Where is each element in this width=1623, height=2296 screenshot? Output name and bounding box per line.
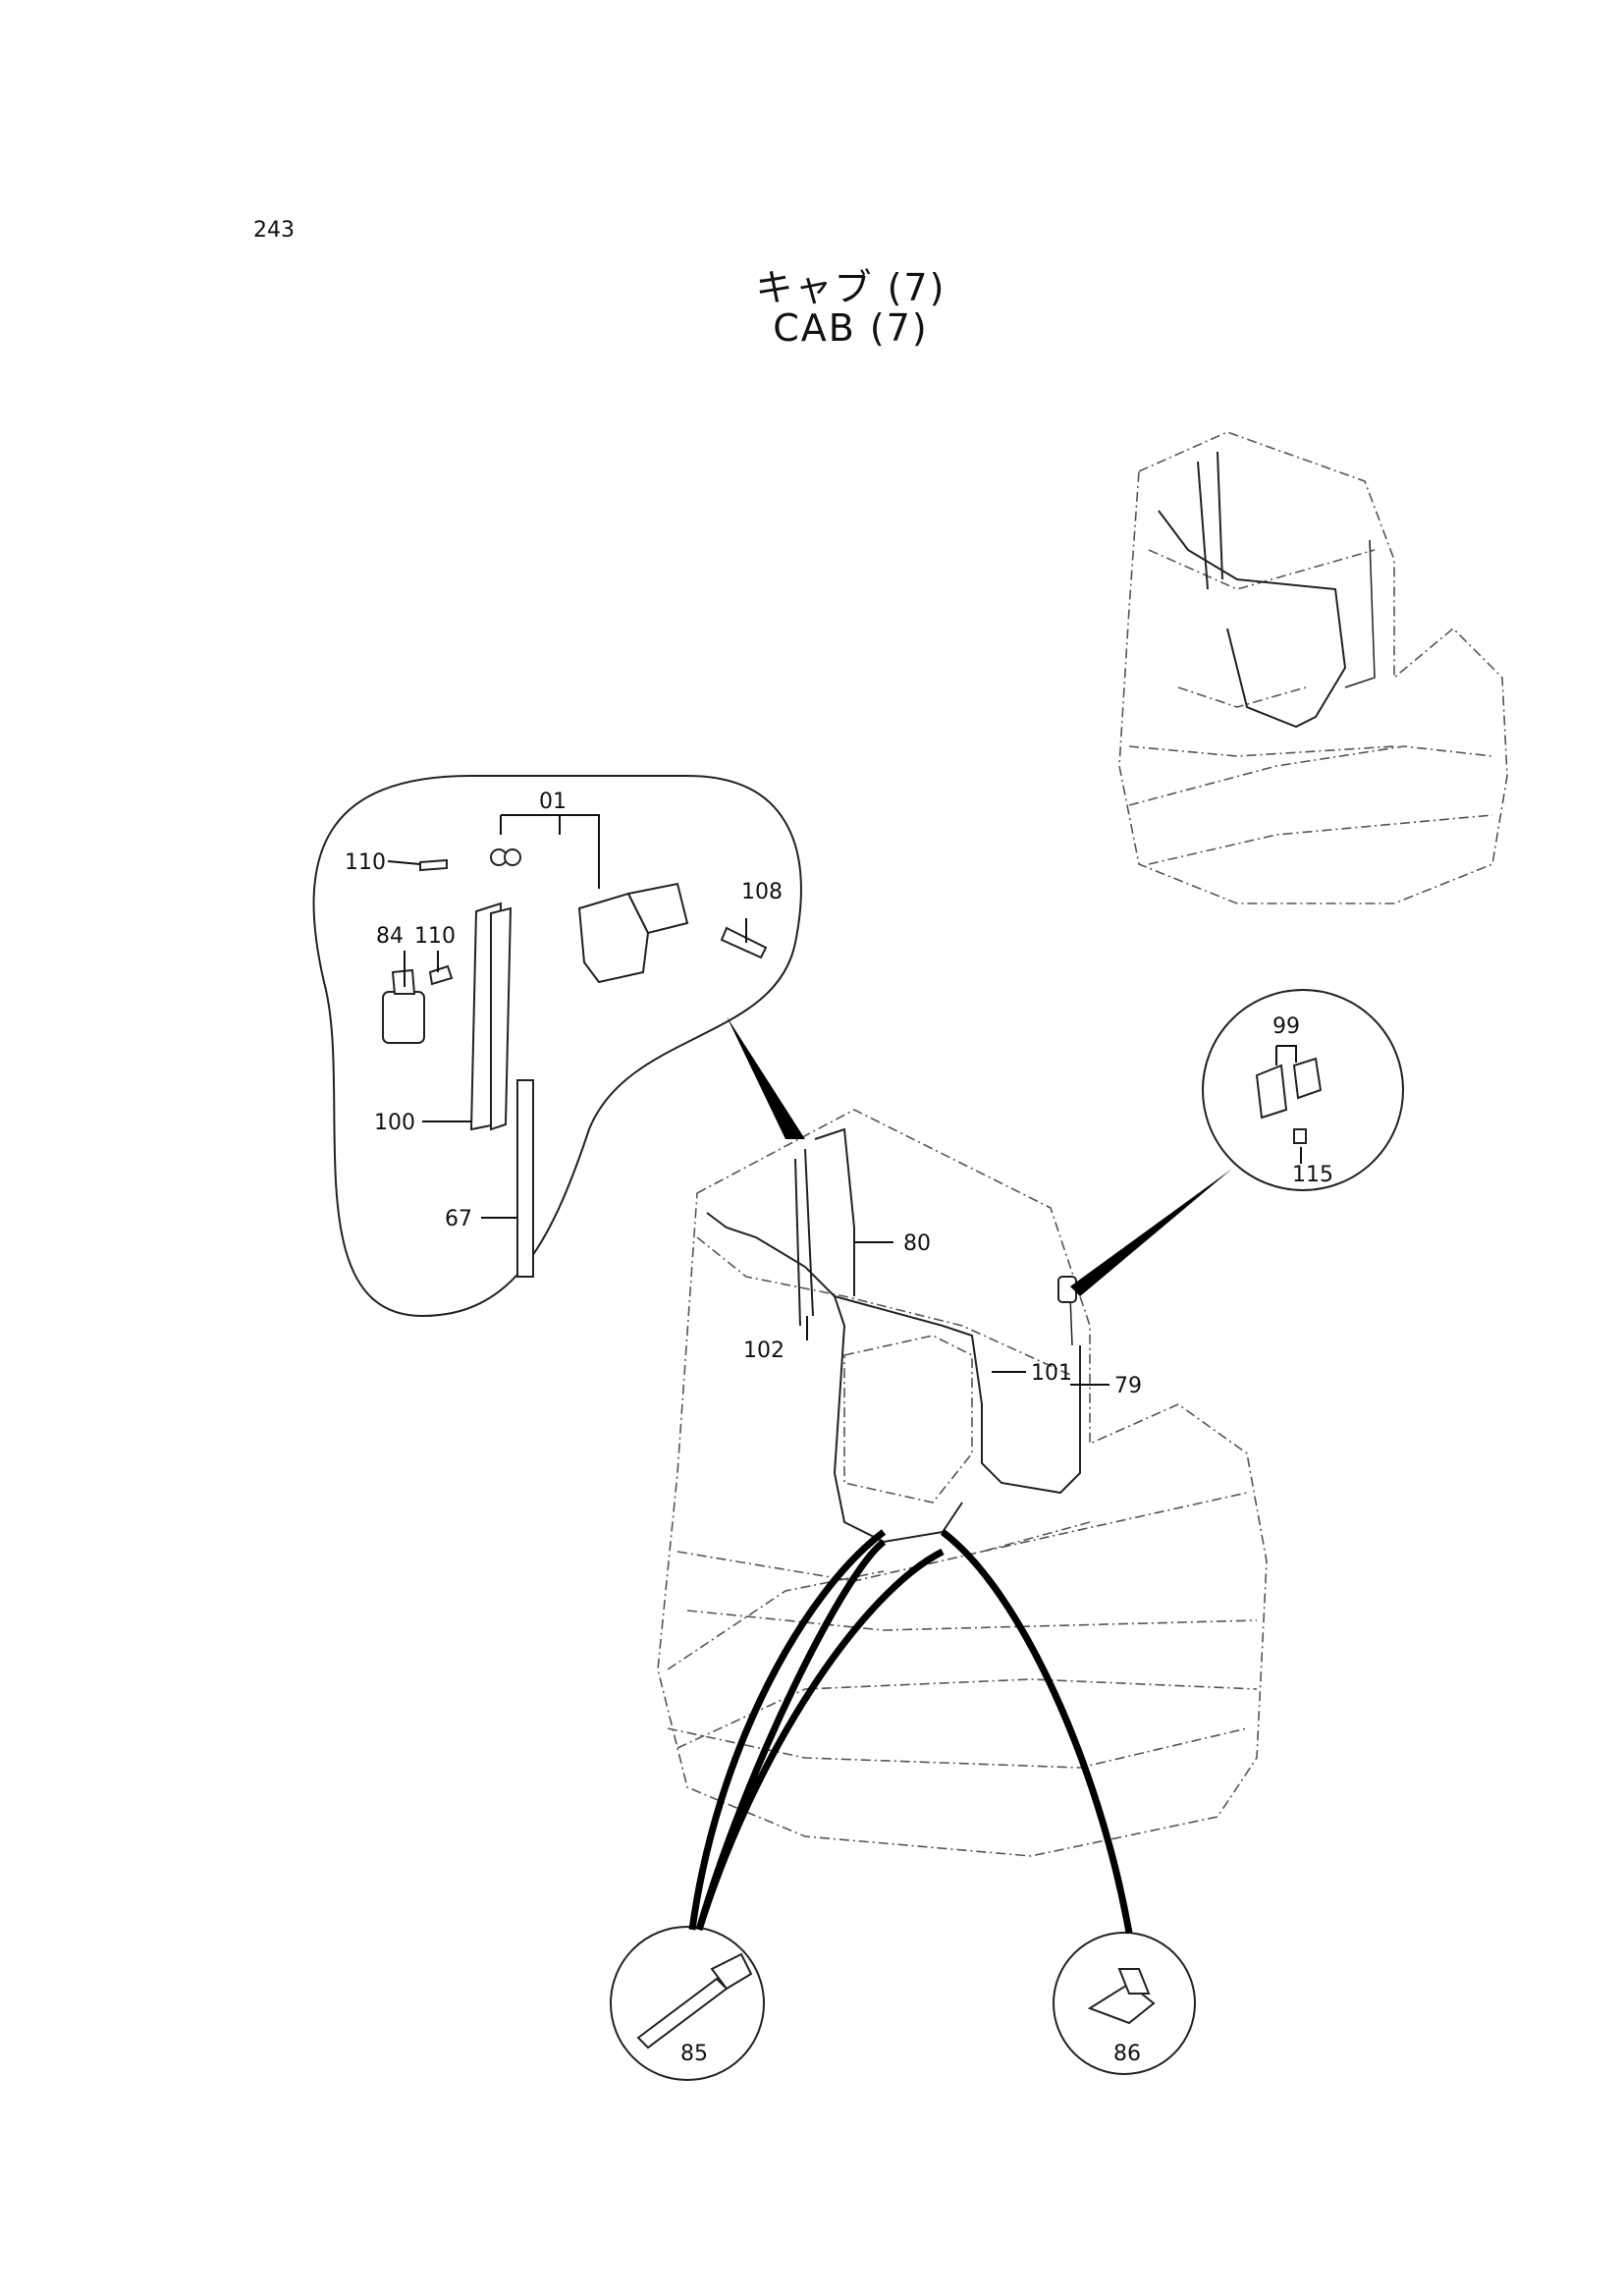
callout-86: 86	[1113, 2042, 1141, 2066]
callout-01: 01	[539, 790, 567, 814]
page-title-japanese: キャブ (7)	[755, 266, 947, 309]
callout-67: 67	[445, 1207, 472, 1231]
relay	[382, 991, 425, 1044]
cable-tie	[636, 1977, 729, 2050]
detail-bubble-wiper	[312, 775, 805, 1318]
overview-cab-illustration	[1118, 431, 1508, 904]
detail-bubble-cable-tie	[610, 1529, 945, 2081]
callout-110-lower: 110	[414, 924, 456, 949]
callout-84: 84	[376, 924, 404, 949]
callout-108: 108	[741, 880, 783, 904]
callout-101: 101	[1031, 1361, 1072, 1386]
detail-bubble-lamp	[1070, 989, 1404, 1296]
wiper-blade	[516, 1079, 534, 1278]
page-title-english: CAB (7)	[773, 306, 929, 350]
page-number: 243	[253, 218, 295, 243]
screw-icon	[1293, 1128, 1307, 1144]
detail-bubble-clip	[940, 1529, 1196, 2075]
callout-110-upper: 110	[345, 850, 386, 875]
callout-102: 102	[743, 1339, 784, 1363]
callout-85: 85	[680, 2042, 708, 2066]
main-cab-illustration	[657, 1109, 1268, 1857]
main-cab-leaders	[806, 1241, 1109, 1386]
callout-79: 79	[1114, 1374, 1142, 1398]
callout-80: 80	[903, 1231, 931, 1256]
lamp-body	[1255, 1064, 1288, 1120]
callout-99: 99	[1272, 1014, 1300, 1039]
callout-115: 115	[1292, 1163, 1333, 1187]
bolt-icon	[419, 858, 448, 872]
callout-100: 100	[374, 1111, 415, 1135]
